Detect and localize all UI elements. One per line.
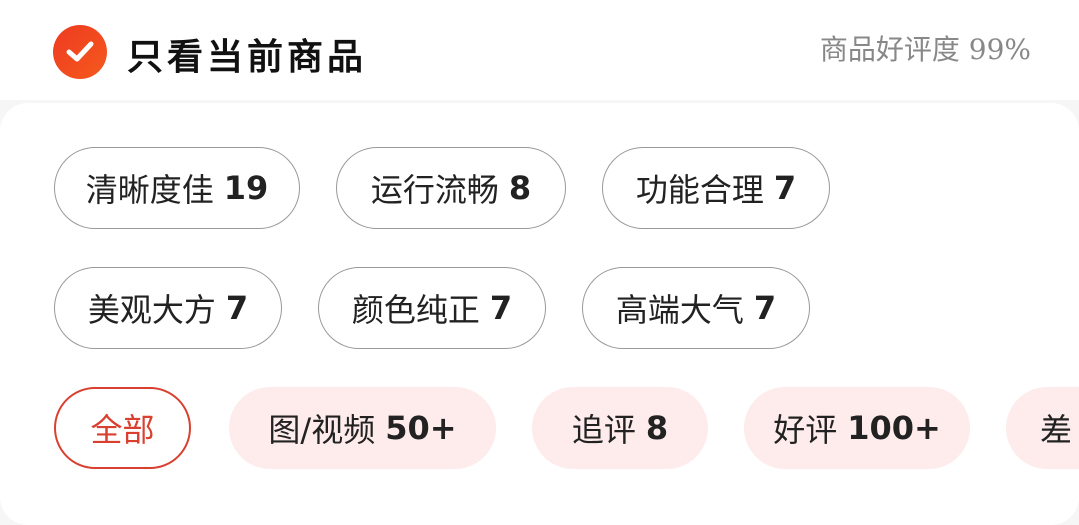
- filter-label: 差: [1040, 411, 1073, 449]
- product-rating: 商品好评度 99%: [819, 33, 1031, 66]
- only-current-product-label[interactable]: 只看当前商品: [127, 36, 368, 78]
- filter-count: 50+: [385, 409, 457, 447]
- tag-count: 7: [489, 289, 513, 327]
- filter-all[interactable]: 全部: [54, 387, 191, 469]
- tag-label: 运行流畅: [370, 171, 499, 209]
- only-current-product-checkbox[interactable]: [53, 25, 107, 79]
- tag-count: 7: [773, 169, 797, 207]
- checkmark-icon: [66, 41, 94, 62]
- filter-label: 图/视频: [268, 411, 376, 449]
- filter-label: 追评: [571, 411, 636, 449]
- tag-label: 功能合理: [635, 171, 764, 209]
- tag-count: 19: [223, 169, 269, 207]
- filter-label: 全部: [90, 411, 155, 449]
- filter-count: 100+: [847, 409, 941, 447]
- tag-count: 8: [508, 169, 532, 207]
- tag-count: 7: [753, 289, 777, 327]
- filter-count: 8: [645, 409, 669, 447]
- tag-label: 颜色纯正: [351, 291, 480, 329]
- filter-label: 好评: [773, 411, 838, 449]
- tag-count: 7: [225, 289, 249, 327]
- tag-label: 美观大方: [87, 291, 216, 329]
- header: 只看当前商品 商品好评度 99%: [0, 0, 1079, 100]
- tag-label: 清晰度佳: [85, 171, 214, 209]
- filter-negative[interactable]: 差: [1006, 387, 1079, 469]
- tag-label: 高端大气: [615, 291, 744, 329]
